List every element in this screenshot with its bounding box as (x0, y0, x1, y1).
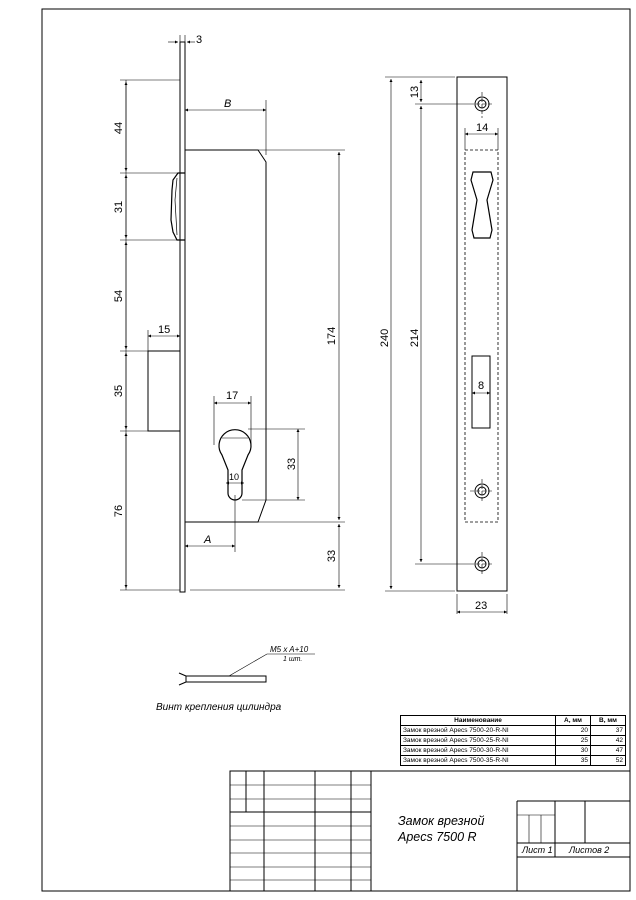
screw-drawing (178, 653, 315, 686)
spec-cell-b: 37 (590, 725, 626, 736)
dim-thickness: 3 (196, 34, 202, 46)
spec-cell-a: 35 (555, 755, 591, 766)
screw-caption: Винт крепления цилиндра (156, 702, 282, 713)
spec-cell-a: 30 (555, 745, 591, 756)
dim-10: 10 (229, 472, 239, 482)
sheet-number: Лист 1 (522, 845, 553, 855)
dim-31: 31 (113, 201, 125, 213)
dim-44: 44 (113, 122, 125, 134)
spec-table: Наименование A, мм B, мм Замок врезной A… (400, 715, 626, 766)
dim-13: 13 (409, 86, 421, 98)
spec-header-row: Наименование A, мм B, мм (400, 715, 626, 726)
spec-cell-b: 42 (590, 735, 626, 746)
dim-54: 54 (113, 290, 125, 302)
dim-15: 15 (158, 324, 170, 336)
dim-bottom-33: 33 (326, 550, 338, 562)
dim-8: 8 (478, 380, 484, 392)
spec-header-name: Наименование (400, 715, 556, 726)
dim-214: 214 (409, 329, 421, 347)
spec-cell-b: 47 (590, 745, 626, 756)
drawing-title-line1: Замок врезной (398, 814, 485, 828)
side-view (147, 41, 267, 593)
dim-35: 35 (113, 385, 125, 397)
table-row: Замок врезной Apecs 7500-20-R-NI 20 37 (400, 725, 626, 736)
spec-cell-name: Замок врезной Apecs 7500-20-R-NI (400, 725, 556, 736)
dim-240: 240 (379, 329, 391, 347)
dim-17: 17 (226, 390, 238, 402)
spec-cell-name: Замок врезной Apecs 7500-35-R-NI (400, 755, 556, 766)
spec-cell-b: 52 (590, 755, 626, 766)
spec-header-b: B, мм (590, 715, 626, 726)
spec-cell-a: 25 (555, 735, 591, 746)
dim-a: A (203, 534, 211, 546)
dim-76: 76 (113, 505, 125, 517)
front-view (456, 76, 508, 592)
drawing-title: Замок врезной Apecs 7500 R (398, 813, 484, 845)
title-block (229, 770, 631, 892)
table-row: Замок врезной Apecs 7500-35-R-NI 35 52 (400, 755, 626, 766)
dim-174: 174 (326, 327, 338, 345)
dim-b: B (224, 98, 231, 110)
table-row: Замок врезной Apecs 7500-25-R-NI 25 42 (400, 735, 626, 746)
sheet-count: Листов 2 (569, 845, 610, 855)
drawing-title-line2: Apecs 7500 R (398, 830, 477, 844)
table-row: Замок врезной Apecs 7500-30-R-NI 30 47 (400, 745, 626, 756)
side-view-dimensions (120, 35, 345, 591)
dim-14: 14 (476, 122, 488, 134)
screw-callout: M5 x A+10 (270, 645, 309, 654)
dim-cyl-33: 33 (286, 458, 298, 470)
front-view-dimensions (385, 76, 508, 614)
spec-header-a: A, мм (555, 715, 591, 726)
spec-cell-a: 20 (555, 725, 591, 736)
spec-cell-name: Замок врезной Apecs 7500-30-R-NI (400, 745, 556, 756)
dim-23: 23 (475, 600, 487, 612)
screw-quantity: 1 шт. (283, 656, 302, 663)
spec-cell-name: Замок врезной Apecs 7500-25-R-NI (400, 735, 556, 746)
